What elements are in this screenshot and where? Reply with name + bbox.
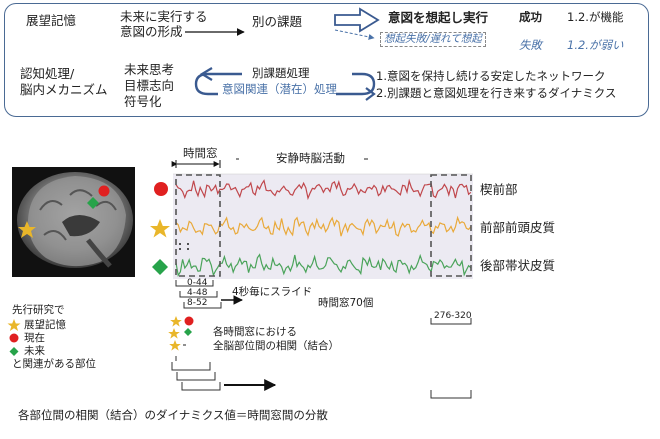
cycle-arrows-right [336, 72, 376, 101]
result-line1: 1.意図を保持し続ける安定したネットワーク [376, 69, 606, 83]
signal-trace-precuneus [175, 178, 472, 201]
legend-symbols [7, 319, 21, 356]
success-detail: 1.2.が機能 [567, 10, 624, 24]
slide-label: 4秒毎にスライド [232, 286, 313, 298]
window-range-1: 0-44 [187, 278, 208, 288]
region-symbol-diamond [152, 259, 168, 275]
success-label: 成功 [519, 10, 542, 24]
variance-brackets [171, 362, 472, 399]
time-window-first [175, 174, 221, 277]
cycle-arrows-left [194, 67, 242, 96]
result-line2: 2.別課題と意図処理を行き来するダイナミクス [376, 86, 617, 100]
row2-label-line1: 認知処理/ [20, 66, 75, 81]
row2-label-line2: 脳内メカニズム [20, 82, 108, 97]
marker-star-brain [18, 221, 36, 238]
concept-line2: 目標志向 [124, 78, 175, 93]
continuation-dots [179, 243, 189, 250]
marker-future-brain [87, 197, 99, 209]
region-name-3: 後部帯状皮質 [480, 258, 556, 273]
region-symbol-star [150, 219, 170, 238]
time-window-last [430, 174, 472, 277]
resting-label: 安静時脳活動 [276, 151, 345, 165]
marker-present-brain [98, 185, 110, 197]
legend-heading: 先行研究で [12, 304, 65, 316]
region-name-1: 楔前部 [480, 182, 518, 197]
stage3-success: 意図を想起し実行 [388, 10, 489, 25]
failure-label: 失敗 [519, 38, 542, 52]
top-panel-frame [4, 3, 649, 117]
success-arrow [334, 7, 380, 33]
stage3-failure: 想起失敗/遅れて想起 [380, 32, 486, 47]
failure-detail: 1.2.が弱い [567, 38, 624, 52]
stage1-line1: 未来に実行する [120, 9, 208, 24]
window-range-3: 8-52 [187, 298, 208, 308]
legend-footer: と関連がある部位 [12, 358, 96, 370]
region-symbol-circle [154, 182, 168, 196]
process-line2: 意図関連（潜在）処理 [222, 82, 337, 96]
brain-markers [18, 185, 110, 238]
correlation-symbols [168, 316, 194, 351]
sliding-window-brackets [175, 280, 472, 325]
time-window-label: 時間窓 [183, 146, 218, 160]
correlation-line2: 全脳部位間の相関（結合） [213, 340, 339, 352]
window-range-2: 4-48 [187, 288, 208, 298]
signal-panel-bg [173, 174, 473, 279]
correlation-line1: 各時間窓における [213, 326, 297, 338]
concept-line1: 未来思考 [124, 62, 175, 77]
window-count-label: 時間窓70個 [318, 297, 374, 309]
region-name-2: 前部前頭皮質 [480, 220, 556, 235]
process-line1: 別課題処理 [252, 66, 310, 80]
stage2-label: 別の課題 [252, 14, 303, 29]
signal-trace-posterior-cingulate [175, 253, 472, 277]
bottom-caption: 各部位間の相関（結合）のダイナミクス値＝時間窓間の分散 [18, 408, 328, 422]
failure-arrow [334, 29, 375, 40]
stage1-line2: 意図の形成 [120, 24, 183, 39]
legend-item-circle: 現在 [24, 332, 45, 344]
window-range-last: 276-320 [434, 311, 472, 321]
row1-label: 展望記憶 [26, 13, 77, 28]
legend-item-diamond: 未来 [24, 345, 45, 357]
brain-mri-image [12, 167, 135, 277]
signal-trace-anterior-prefrontal [175, 215, 472, 237]
concept-line3: 符号化 [124, 94, 162, 109]
legend-item-star: 展望記憶 [24, 319, 66, 331]
